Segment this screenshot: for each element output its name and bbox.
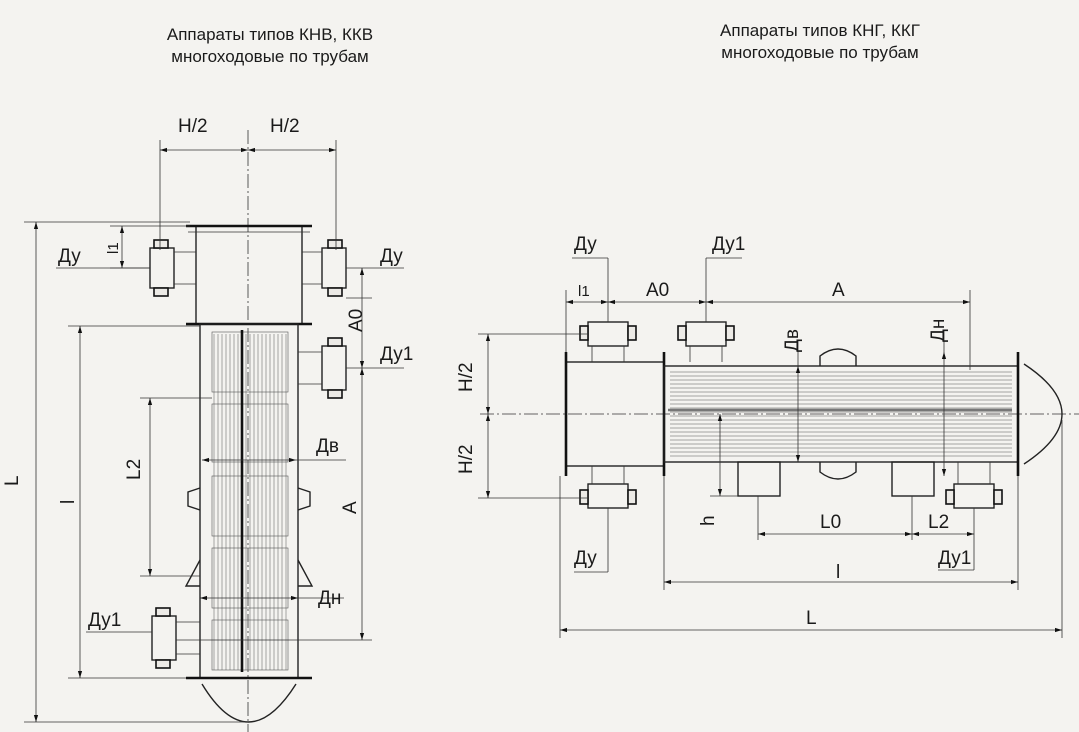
shell	[199, 323, 299, 679]
nozzle-du-right	[302, 239, 347, 297]
label-du1-bottom: Ду1	[938, 548, 971, 569]
label-dn-left: Дн	[318, 588, 341, 609]
right-dimensions	[478, 257, 1063, 638]
right-title: Аппараты типов КНГ, ККГ многоходовые по …	[640, 20, 1000, 64]
label-du-left: Ду	[58, 246, 81, 267]
support-right	[297, 487, 311, 511]
label-dn-right: Дн	[928, 319, 949, 342]
label-du-top: Ду	[574, 234, 597, 255]
label-l2-right: L2	[928, 512, 949, 533]
foot-right	[297, 559, 314, 587]
shell-bottom-boss	[819, 462, 857, 480]
label-l-small-left: l	[58, 500, 79, 504]
right-title-line1: Аппараты типов КНГ, ККГ	[720, 21, 920, 40]
label-l1-left: l1	[105, 242, 122, 254]
support-right-h	[891, 461, 935, 497]
label-l-big-left: L	[2, 475, 23, 486]
foot-left	[184, 559, 201, 587]
label-du1-top: Ду1	[712, 234, 745, 255]
label-h2-right-a: H/2	[456, 362, 477, 392]
right-dimension-labels: Ду Ду1 l1 А0 А Дв Дн H/2 H/2 h L0 L2 Ду …	[456, 234, 971, 629]
support-left	[187, 487, 201, 511]
label-du1-left: Ду1	[88, 610, 121, 631]
left-title: Аппараты типов КНВ, ККВ многоходовые по …	[90, 24, 450, 68]
label-h2-left-a: H/2	[178, 116, 208, 137]
horizontal-apparatus	[480, 321, 1079, 509]
tube-lines-h	[670, 371, 1012, 457]
nozzle-du-top	[579, 321, 637, 362]
left-dimension-labels: H/2 H/2 l1 Ду Ду А0 Ду1 Дв L2 А l L Дн Д…	[2, 116, 413, 631]
label-h-right: h	[698, 515, 719, 526]
label-du-right: Ду	[380, 246, 403, 267]
label-a-left: А	[340, 501, 361, 514]
vertical-apparatus	[149, 130, 347, 732]
nozzle-du-left	[149, 239, 196, 297]
left-dimensions	[24, 140, 404, 723]
label-h2-right-b: H/2	[456, 444, 477, 474]
label-du1-right: Ду1	[380, 344, 413, 365]
label-l1-right: l1	[578, 283, 590, 300]
label-a0-left: А0	[346, 309, 367, 332]
label-l2-left: L2	[124, 459, 145, 480]
label-l-small-right: l	[836, 562, 840, 583]
right-dome	[1023, 363, 1063, 465]
label-l-big-right: L	[806, 608, 817, 629]
bottom-dome	[201, 683, 297, 723]
label-dv-right: Дв	[782, 329, 803, 352]
left-title-line2: многоходовые по трубам	[171, 47, 369, 66]
nozzle-du1-top	[677, 321, 735, 362]
label-du-bottom: Ду	[574, 548, 597, 569]
support-left-h	[737, 461, 781, 497]
left-title-line1: Аппараты типов КНВ, ККВ	[166, 25, 374, 44]
nozzle-du1-bottom	[945, 462, 1003, 509]
top-chamber	[195, 225, 303, 325]
label-l0-right: L0	[820, 512, 841, 533]
shell-top-boss	[819, 348, 857, 366]
nozzle-du1-left	[151, 607, 200, 669]
tube-lines	[213, 334, 287, 670]
label-a-right: А	[832, 280, 845, 301]
label-a0-right: А0	[646, 280, 669, 301]
label-h2-left-b: H/2	[270, 116, 300, 137]
label-dv-left: Дв	[316, 436, 339, 457]
nozzle-du1-right	[298, 337, 347, 399]
nozzle-du-bottom	[579, 466, 637, 509]
right-title-line2: многоходовые по трубам	[721, 43, 919, 62]
